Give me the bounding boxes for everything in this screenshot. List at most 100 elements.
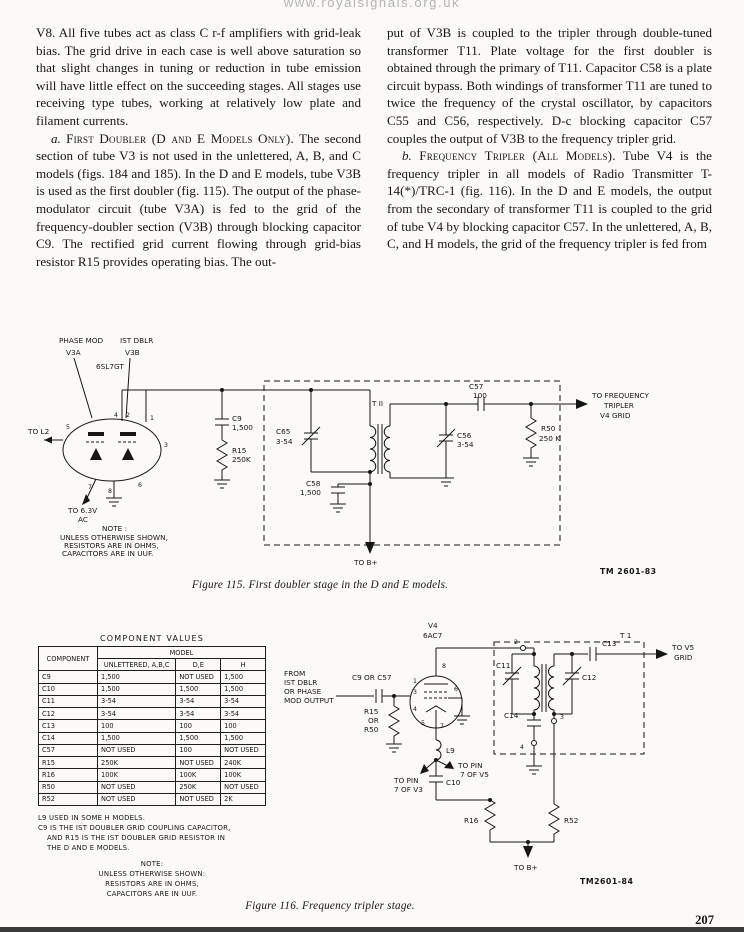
table-cell: 3-54 — [175, 707, 222, 721]
label-c56-value: 3-54 — [457, 440, 474, 449]
table-subheader-row: UNLETTERED, A,B,C D,E H — [39, 658, 266, 672]
label-ist-dblr: IST DBLR — [120, 336, 153, 345]
label-t11: T II — [371, 399, 383, 408]
terminal-3-label: 3 — [560, 714, 564, 721]
label-r15-value: 250K — [232, 455, 251, 464]
label-c13: C13 — [602, 639, 617, 648]
table-cell: 1,500 — [220, 670, 266, 684]
right-column: put of V3B is coupled to the tripler thr… — [387, 24, 712, 334]
section-heading: First Doubler (D and E Models Only). — [66, 130, 294, 146]
to-v5-arrowhead — [656, 649, 668, 659]
table-cell: 100 — [175, 743, 222, 758]
ground-symbol — [525, 765, 543, 775]
label-r52: R52 — [564, 816, 578, 825]
pin7-v3-arrowhead — [420, 764, 429, 774]
label-c65: C65 — [276, 427, 290, 436]
label-from-2: IST DBLR — [284, 678, 317, 687]
label-c9-or-c57: C9 OR C57 — [352, 673, 392, 682]
paragraph: V8. All five tubes act as class C r-f am… — [36, 24, 361, 130]
paragraph: a. First Doubler (D and E Models Only). … — [36, 130, 361, 271]
table-cell: R52 — [38, 792, 98, 807]
pin-7: 7 — [440, 723, 444, 730]
label-c57: C57 — [469, 382, 484, 391]
resistor-r52 — [548, 803, 560, 842]
paragraph-text: The second section of tube V3 is not use… — [36, 130, 361, 269]
label-pin7-v3-1: TO PIN — [393, 776, 419, 785]
label-pin7-v5-1: TO PIN — [457, 761, 483, 770]
label-r50: R50 — [541, 424, 556, 433]
label-heater-voltage: TO 6.3V — [67, 506, 97, 515]
label-to-bplus: TO B+ — [513, 863, 538, 872]
pin-5: 5 — [421, 720, 425, 727]
table-cell: 1,500 — [96, 670, 177, 684]
label-r15: R15 — [364, 707, 378, 716]
body-text-columns: V8. All five tubes act as class C r-f am… — [36, 24, 712, 334]
ground-symbol — [105, 497, 123, 507]
fig115-arrowheads — [44, 399, 588, 554]
note-line: UNLESS OTHERWISE SHOWN: — [98, 870, 206, 879]
label-or: OR — [368, 716, 379, 725]
resistor-r50 — [525, 417, 537, 458]
note-line: RESISTORS ARE IN OHMS, — [64, 541, 159, 550]
label-from-1: FROM — [284, 669, 305, 678]
column-subheader: UNLETTERED, A,B,C — [96, 658, 177, 672]
left-column: V8. All five tubes act as class C r-f am… — [36, 24, 361, 334]
label-c10: C10 — [446, 778, 461, 787]
table-cell: 3-54 — [175, 694, 222, 709]
pin7-v5-arrowhead — [444, 761, 454, 769]
label-c9: C9 — [232, 414, 242, 423]
pin-4: 4 — [114, 412, 118, 419]
label-c57-value: 100 — [473, 391, 487, 400]
note-heading: NOTE: — [140, 860, 164, 869]
table-cell: C13 — [38, 719, 98, 733]
label-c12: C12 — [582, 673, 596, 682]
table-cell: NOT USED — [175, 792, 222, 807]
pin-3: 3 — [164, 442, 168, 449]
note-line: C9 IS THE IST DOUBLER GRID COUPLING CAPA… — [38, 824, 231, 833]
pin-6: 6 — [454, 686, 458, 693]
table-cell: R16 — [38, 768, 98, 782]
pin-2: 2 — [126, 412, 130, 419]
table-cell: 3-54 — [220, 694, 266, 709]
label-t1: T 1 — [619, 631, 631, 640]
paragraph: put of V3B is coupled to the tripler thr… — [387, 24, 712, 147]
section-heading: Frequency Tripler (All Models). — [419, 148, 616, 164]
label-pin7-v3-2: 7 OF V3 — [394, 785, 423, 794]
table-cell: 1,500 — [96, 731, 177, 745]
label-to-l2: TO L2 — [27, 427, 49, 436]
table-title: COMPONENT VALUES — [99, 634, 205, 643]
note-line: CAPACITORS ARE IN UUF. — [106, 890, 198, 899]
table-cell: 100K — [175, 768, 222, 782]
label-tube-type: 6SL7GT — [96, 362, 124, 371]
table-cell: NOT USED — [220, 743, 266, 758]
pin-1: 1 — [150, 415, 154, 422]
resistor-r15 — [216, 439, 228, 480]
terminal-4 — [531, 740, 537, 746]
table-cell: 1,500 — [220, 731, 266, 745]
label-to-v5-1: TO V5 — [671, 643, 694, 652]
transformer-t11-secondary — [383, 425, 391, 473]
table-cell: 1,500 — [96, 682, 177, 696]
pin-5: 5 — [66, 424, 70, 431]
to-l2-arrowhead — [44, 436, 52, 444]
label-r16: R16 — [464, 816, 479, 825]
column-header-model: MODEL — [97, 645, 266, 660]
ground-symbol — [437, 477, 455, 487]
label-v3a: V3A — [66, 348, 81, 357]
label-output-2: TRIPLER — [603, 401, 634, 410]
output-arrowhead — [576, 399, 588, 409]
label-tube-type: 6AC7 — [423, 631, 443, 640]
table-cell: 1,500 — [220, 682, 266, 696]
pin-8: 8 — [108, 488, 112, 495]
label-c9-value: 1,500 — [232, 423, 253, 432]
ground-symbol — [329, 503, 347, 513]
label-phase-mod: PHASE MOD — [59, 336, 103, 345]
table-cell: 100 — [175, 719, 222, 733]
note-line: UNLESS OTHERWISE SHOWN, — [60, 533, 168, 542]
